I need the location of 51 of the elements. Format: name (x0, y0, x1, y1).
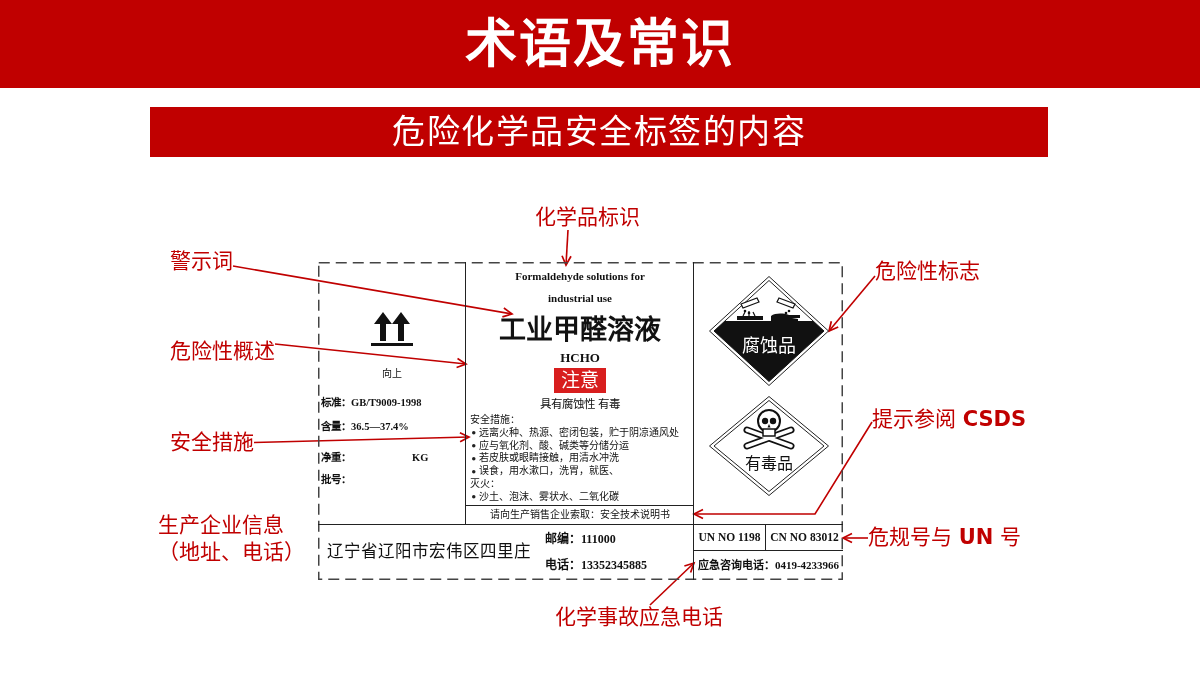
label-cell: 请向生产销售企业索取：安全技术说明书 (466, 506, 694, 525)
callout-label: 危险性概述 (170, 339, 275, 364)
label-text: 邮编：111000 (545, 532, 616, 546)
leader-line (842, 532, 869, 544)
label-text: 安全措施： (470, 414, 520, 427)
label-text: 辽宁省辽阳市宏伟区四里庄 (327, 542, 531, 562)
label-text: HCHO (560, 350, 600, 365)
label-text: 沙土、泡沫、雾状水、二氧化碳 (479, 490, 619, 504)
hazard-text: 有毒品 (745, 454, 793, 474)
hazard-diamond (709, 276, 829, 386)
leader-line (649, 562, 695, 606)
label-text: 含量：36.5—37.4% (321, 421, 409, 433)
callout-label: 警示词 (170, 249, 233, 274)
leader-line (253, 431, 470, 444)
leader-line (561, 229, 572, 266)
label-text: 批号： (321, 474, 351, 486)
label-cell (318, 262, 466, 525)
label-text: 工业甲醛溶液 (499, 314, 661, 346)
hazard-diamond (709, 396, 829, 496)
signal-word-box: 注意 (554, 368, 606, 393)
label-text: KG (412, 452, 429, 464)
label-cell: CN NO 83012 (766, 525, 843, 551)
label-text: 标准：GB/T9009-1998 (321, 397, 422, 409)
safety-label (318, 262, 843, 580)
callout-label: 生产企业信息（地址、电话） (158, 512, 303, 566)
callout-label: 提示参阅 CSDS (872, 407, 1027, 432)
label-text: Formaldehyde solutions for industrial use (505, 265, 655, 309)
label-cell (466, 262, 694, 506)
leader-line (693, 421, 873, 520)
title-bar: 术语及常识 (0, 0, 1200, 88)
callout-label: 安全措施 (170, 430, 254, 455)
callout-label: 化学品标识 (535, 205, 640, 230)
label-text: 具有腐蚀性 有毒 (540, 397, 620, 411)
callout-label: 化学事故应急电话 (555, 605, 723, 630)
hazard-text: 腐蚀品 (742, 336, 796, 356)
label-cell: UN NO 1198 (694, 525, 766, 551)
label-cell: 应急咨询电话：0419-4233966 (694, 551, 843, 580)
label-text: 应与氧化剂、酸、碱类等分储分运 (479, 439, 629, 452)
leader-line (828, 275, 876, 332)
label-text: 灭火： (470, 478, 500, 491)
label-text: 净重： (321, 452, 351, 464)
label-text: 向上 (382, 368, 402, 380)
leader-line (274, 343, 467, 369)
leader-line (232, 265, 513, 318)
label-text: 误食，用水漱口，洗胃，就医、 (479, 465, 619, 478)
subtitle-band: 危险化学品安全标签的内容 (150, 107, 1048, 157)
label-text: 若皮肤或眼睛接触，用清水冲洗 (479, 452, 619, 465)
label-text: 电话：13352345885 (545, 558, 647, 572)
label-text: 远离火种、热源、密闭包装，贮于阴凉通风处 (479, 426, 679, 440)
callout-label: 危险性标志 (875, 259, 980, 284)
callout-label: 危规号与 UN 号 (868, 525, 1021, 550)
